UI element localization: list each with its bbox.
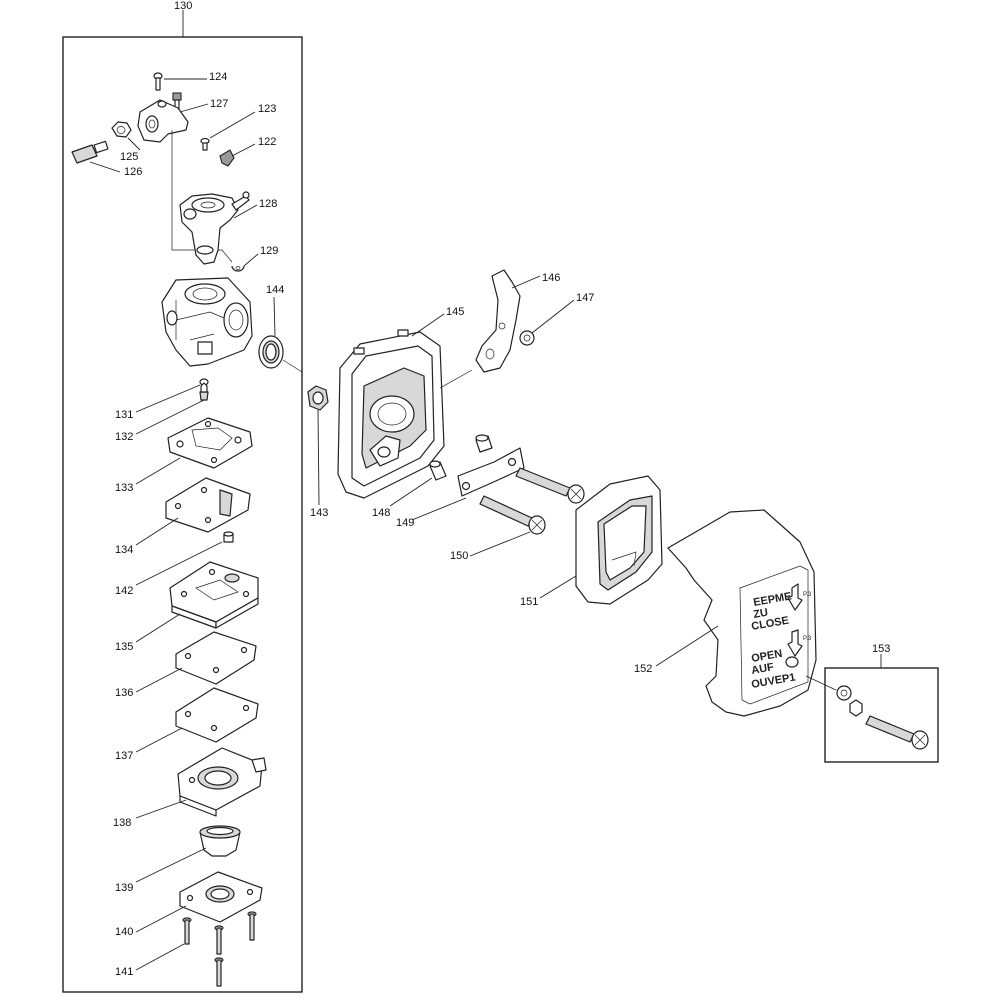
label-133: 133 xyxy=(115,482,133,494)
part-143-nut xyxy=(307,385,329,411)
label-130: 130 xyxy=(174,0,192,12)
part-149-bracket xyxy=(457,434,525,497)
part-129-clip xyxy=(231,265,245,272)
cover-choke-mark-upper: P.3 xyxy=(803,592,812,598)
label-138: 138 xyxy=(113,817,131,829)
part-152-air-cleaner-cover: EEPME ZU CLOSE OPEN AUF OUVEP1 P.3 P.3 xyxy=(667,509,817,717)
part-126-adjuster xyxy=(71,140,109,164)
part-153-nut xyxy=(849,699,863,717)
part-127-bracket xyxy=(137,99,189,143)
part-135-pump-body xyxy=(169,561,259,629)
label-125: 125 xyxy=(120,151,138,163)
label-122: 122 xyxy=(258,136,276,148)
label-151: 151 xyxy=(520,596,538,608)
part-145-air-cleaner-case xyxy=(337,329,445,499)
bolt-kit-box xyxy=(824,667,939,763)
label-146: 146 xyxy=(542,272,560,284)
part-123-screw xyxy=(200,137,210,151)
part-134-diaphragm xyxy=(165,477,251,533)
label-150: 150 xyxy=(450,550,468,562)
label-127: 127 xyxy=(210,98,228,110)
part-146-choke-lever xyxy=(475,269,521,373)
part-137-diaphragm xyxy=(175,687,259,743)
label-141: 141 xyxy=(115,966,133,978)
part-141-screws xyxy=(182,911,257,987)
part-133-plate xyxy=(167,417,253,469)
part-151-filter-element xyxy=(575,475,663,605)
label-139: 139 xyxy=(115,882,133,894)
cover-text-close-2: ZU xyxy=(752,607,769,621)
cover-text-open-2: AUF xyxy=(750,661,775,677)
label-128: 128 xyxy=(259,198,277,210)
label-152: 152 xyxy=(634,663,652,675)
label-140: 140 xyxy=(115,926,133,938)
label-153: 153 xyxy=(872,643,890,655)
label-135: 135 xyxy=(115,641,133,653)
label-147: 147 xyxy=(576,292,594,304)
part-142-pin xyxy=(223,531,234,543)
label-132: 132 xyxy=(115,431,133,443)
label-144: 144 xyxy=(266,284,284,296)
part-139-primer-bulb xyxy=(199,825,241,857)
label-148: 148 xyxy=(372,507,390,519)
part-140-retainer xyxy=(179,871,263,923)
part-136-gasket xyxy=(175,631,257,685)
carburetor-assembly-box xyxy=(62,36,303,993)
part-screw-long-upper xyxy=(515,467,585,504)
label-136: 136 xyxy=(115,687,133,699)
label-134: 134 xyxy=(115,544,133,556)
label-124: 124 xyxy=(209,71,227,83)
part-124-screw xyxy=(153,72,163,91)
cover-choke-mark-lower: P.3 xyxy=(803,636,812,642)
label-149: 149 xyxy=(396,517,414,529)
label-123: 123 xyxy=(258,103,276,115)
label-145: 145 xyxy=(446,306,464,318)
part-153-bolt xyxy=(865,715,929,750)
part-122-clip xyxy=(219,149,235,167)
part-carburetor-body xyxy=(161,277,253,367)
part-150-screw xyxy=(479,495,546,535)
label-137: 137 xyxy=(115,750,133,762)
part-153-washer xyxy=(836,685,852,701)
label-131: 131 xyxy=(115,409,133,421)
part-148-sleeve xyxy=(429,460,447,481)
part-138-cover xyxy=(177,747,267,817)
part-147-washer xyxy=(519,330,535,346)
label-142: 142 xyxy=(115,585,133,597)
label-129: 129 xyxy=(260,245,278,257)
part-144-gasket xyxy=(258,335,284,369)
part-132-needle xyxy=(199,382,209,401)
label-143: 143 xyxy=(310,507,328,519)
label-126: 126 xyxy=(124,166,142,178)
part-125-nut xyxy=(111,121,132,138)
part-128-throttle-valve xyxy=(179,191,250,265)
cover-text-open-1: OPEN xyxy=(750,648,783,665)
